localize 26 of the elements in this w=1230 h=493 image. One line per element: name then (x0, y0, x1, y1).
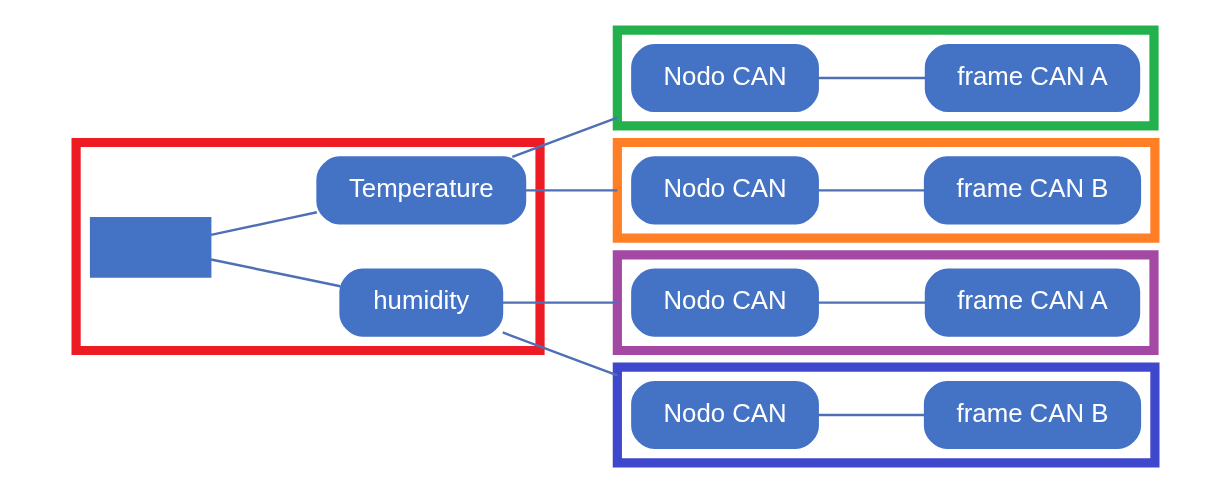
connector (817, 413, 925, 417)
cluster (612, 25, 1159, 131)
node-box: frame CAN A (924, 44, 1140, 113)
connector (817, 301, 926, 304)
node-box: Nodo CAN (630, 44, 819, 113)
node-box: frame CAN B (923, 156, 1141, 225)
connector (817, 189, 925, 192)
cluster (612, 362, 1159, 468)
connector (210, 258, 340, 288)
node-box: humidity (338, 268, 503, 337)
cluster (612, 137, 1159, 243)
node-box: Nodo CAN (630, 380, 819, 449)
connector (501, 331, 618, 377)
cluster (71, 137, 545, 356)
connector (502, 301, 617, 304)
connector (817, 76, 926, 80)
connector (511, 116, 618, 159)
connector (525, 189, 617, 192)
node-box: Nodo CAN (630, 268, 819, 337)
node-box: frame CAN A (924, 268, 1140, 337)
node-box: frame CAN B (923, 380, 1141, 449)
node-box (89, 217, 211, 278)
cluster (612, 250, 1159, 356)
node-box: Temperature (315, 156, 526, 225)
connector (210, 211, 317, 237)
node-box: Nodo CAN (630, 156, 819, 225)
